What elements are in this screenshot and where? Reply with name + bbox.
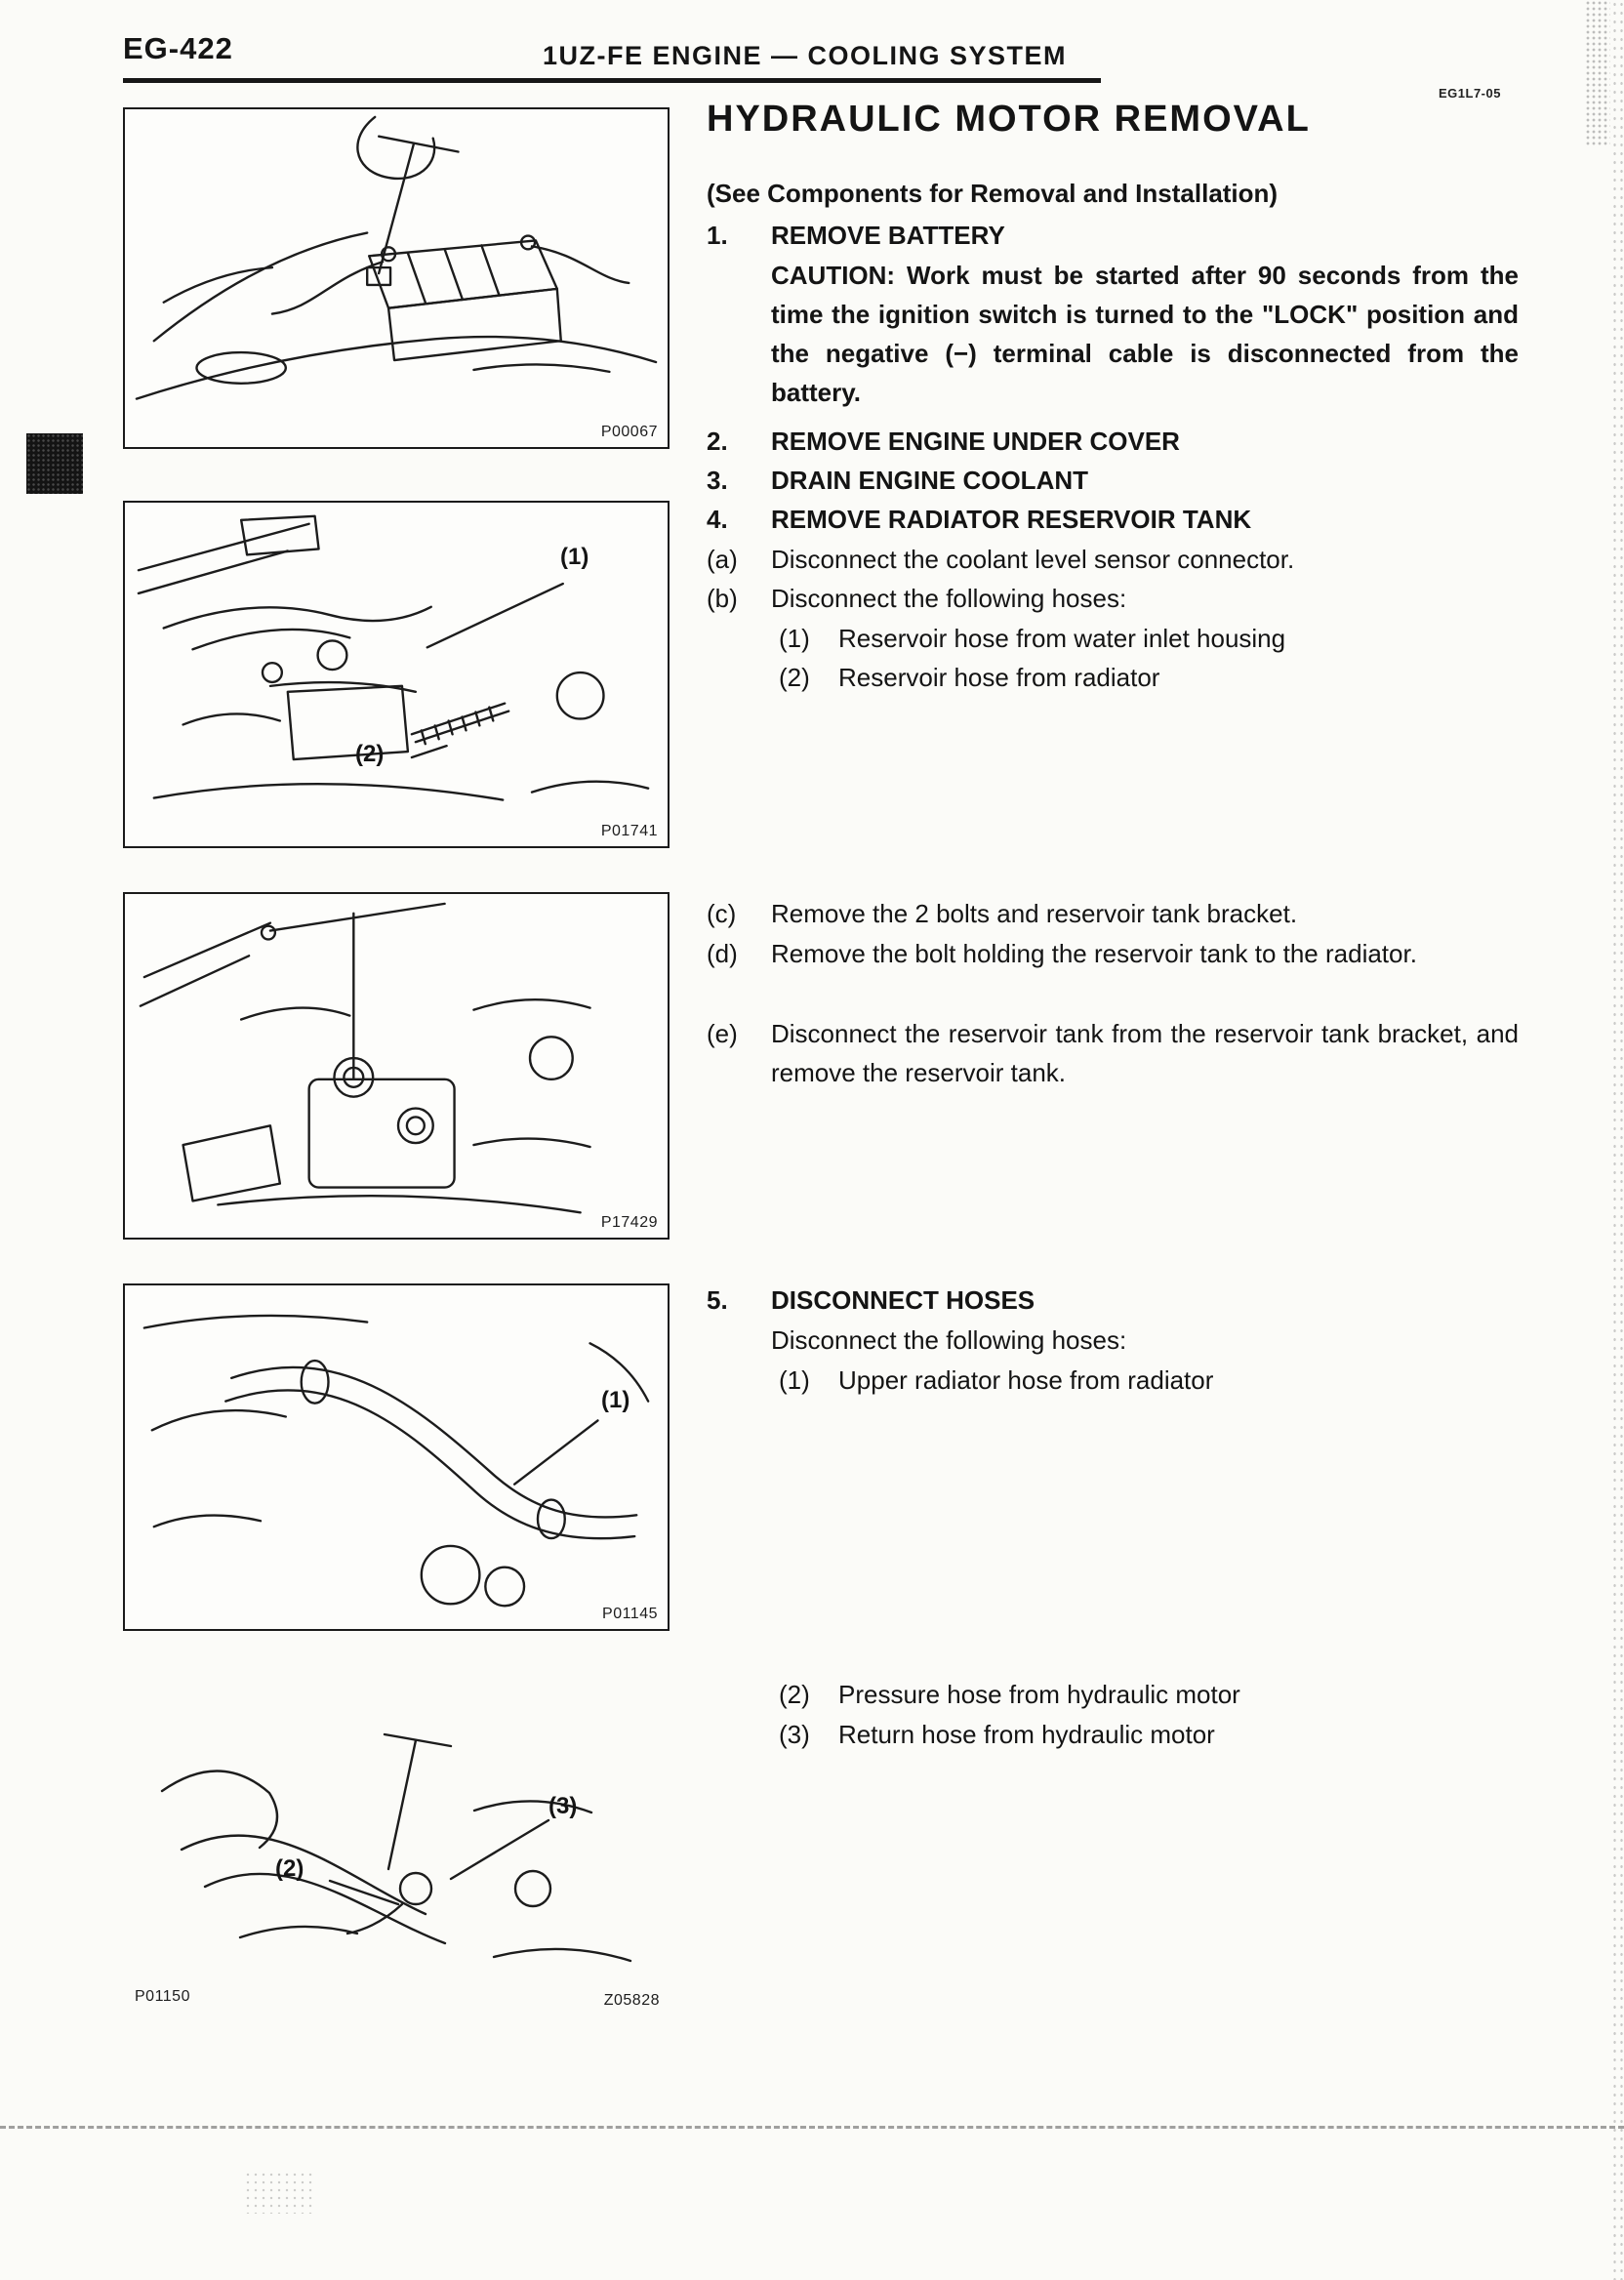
section-tab-marker bbox=[26, 433, 83, 494]
scan-edge-artifact bbox=[1611, 0, 1623, 2280]
figure-hydraulic-motor-hoses: (3) (2) P01150 Z05828 bbox=[123, 1723, 670, 2015]
substep-label: (2) bbox=[779, 663, 810, 692]
substep-4b: (b) Disconnect the following hoses: bbox=[707, 579, 1519, 618]
substep-text: Disconnect the reservoir tank from the r… bbox=[771, 1019, 1519, 1087]
page-number: EG-422 bbox=[123, 31, 233, 65]
step-5: 5. DISCONNECT HOSES bbox=[707, 1281, 1526, 1320]
article-title: HYDRAULIC MOTOR REMOVAL bbox=[707, 99, 1311, 140]
step-title: REMOVE RADIATOR RESERVOIR TANK bbox=[771, 505, 1252, 534]
step-title: DISCONNECT HOSES bbox=[771, 1285, 1035, 1315]
step-title: DRAIN ENGINE COOLANT bbox=[771, 466, 1088, 495]
substep-5-1: (1) Upper radiator hose from radiator bbox=[779, 1361, 1521, 1400]
figure-illustration bbox=[137, 514, 650, 801]
substep-label: (e) bbox=[707, 1019, 738, 1048]
figure-callout: (1) bbox=[601, 1387, 630, 1413]
step-number: 5. bbox=[707, 1285, 728, 1315]
substep-5-2: (2) Pressure hose from hydraulic motor bbox=[779, 1675, 1521, 1714]
figure-upper-radiator-hose: (1) P01145 bbox=[123, 1283, 670, 1631]
figure-illustration bbox=[160, 1732, 632, 1963]
substep-text: Return hose from hydraulic motor bbox=[838, 1720, 1215, 1749]
figure-illustration bbox=[142, 1314, 650, 1608]
substep-label: (d) bbox=[707, 939, 738, 968]
substep-text: Reservoir hose from radiator bbox=[838, 663, 1160, 692]
figure-callout: (2) bbox=[275, 1855, 304, 1882]
figure-battery-removal: P00067 bbox=[123, 107, 670, 449]
doc-code: EG1L7-05 bbox=[1439, 86, 1501, 101]
substep-text: Remove the 2 bolts and reservoir tank br… bbox=[771, 899, 1298, 928]
substep-5-3: (3) Return hose from hydraulic motor bbox=[779, 1715, 1521, 1754]
step-2: 2. REMOVE ENGINE UNDER COVER bbox=[707, 422, 1526, 461]
caution-note: CAUTION: Work must be started after 90 s… bbox=[771, 261, 1519, 407]
figure-illustration bbox=[135, 115, 658, 400]
header-rule bbox=[123, 78, 1101, 83]
figure-code: P01150 bbox=[135, 1988, 190, 2005]
substep-text: Pressure hose from hydraulic motor bbox=[838, 1680, 1240, 1709]
substep-4e: (e) Disconnect the reservoir tank from t… bbox=[707, 1014, 1519, 1092]
scan-fold-line bbox=[0, 2126, 1624, 2129]
step-number: 4. bbox=[707, 505, 728, 534]
substep-4b-2: (2) Reservoir hose from radiator bbox=[779, 658, 1521, 697]
step-5-intro: Disconnect the following hoses: bbox=[771, 1325, 1127, 1355]
figure-code: P01145 bbox=[602, 1606, 658, 1622]
figure-code: P01741 bbox=[600, 823, 658, 839]
figure-callout: (2) bbox=[355, 741, 385, 767]
substep-label: (b) bbox=[707, 584, 738, 613]
substep-text: Disconnect the coolant level sensor conn… bbox=[771, 545, 1295, 574]
scan-halftone-artifact bbox=[1585, 0, 1610, 146]
substep-label: (1) bbox=[779, 1365, 810, 1395]
step-number: 3. bbox=[707, 466, 728, 495]
section-title: 1UZ-FE ENGINE — COOLING SYSTEM bbox=[543, 41, 1068, 70]
substep-label: (a) bbox=[707, 545, 738, 574]
substep-text: Reservoir hose from water inlet housing bbox=[838, 624, 1286, 653]
step-title: REMOVE ENGINE UNDER COVER bbox=[771, 427, 1180, 456]
substep-4d: (d) Remove the bolt holding the reservoi… bbox=[707, 934, 1519, 973]
substep-label: (3) bbox=[779, 1720, 810, 1749]
scan-speckle-artifact bbox=[244, 2171, 312, 2214]
substep-text: Upper radiator hose from radiator bbox=[838, 1365, 1214, 1395]
figure-reservoir-hoses: (1) (2) P01741 bbox=[123, 501, 670, 848]
substep-text: Disconnect the following hoses: bbox=[771, 584, 1127, 613]
step-4: 4. REMOVE RADIATOR RESERVOIR TANK bbox=[707, 500, 1526, 539]
substep-label: (1) bbox=[779, 624, 810, 653]
article-subtitle: (See Components for Removal and Installa… bbox=[707, 179, 1279, 208]
substep-label: (2) bbox=[779, 1680, 810, 1709]
figure-code: Z05828 bbox=[603, 1992, 660, 2009]
step-3: 3. DRAIN ENGINE COOLANT bbox=[707, 461, 1526, 500]
figure-code: P00067 bbox=[600, 424, 658, 440]
step-title: REMOVE BATTERY bbox=[771, 221, 1005, 250]
substep-label: (c) bbox=[707, 899, 737, 928]
substep-4a: (a) Disconnect the coolant level sensor … bbox=[707, 540, 1519, 579]
figure-reservoir-tank-removal: P17429 bbox=[123, 892, 670, 1240]
step-number: 1. bbox=[707, 221, 728, 250]
figure-illustration bbox=[139, 902, 591, 1214]
figure-code: P17429 bbox=[600, 1214, 658, 1231]
step-1: 1. REMOVE BATTERY bbox=[707, 216, 1526, 255]
substep-text: Remove the bolt holding the reservoir ta… bbox=[771, 939, 1417, 968]
step-number: 2. bbox=[707, 427, 728, 456]
figure-callout: (1) bbox=[560, 544, 589, 570]
substep-4c: (c) Remove the 2 bolts and reservoir tan… bbox=[707, 894, 1519, 933]
figure-callout: (3) bbox=[548, 1793, 578, 1819]
substep-4b-1: (1) Reservoir hose from water inlet hous… bbox=[779, 619, 1521, 658]
